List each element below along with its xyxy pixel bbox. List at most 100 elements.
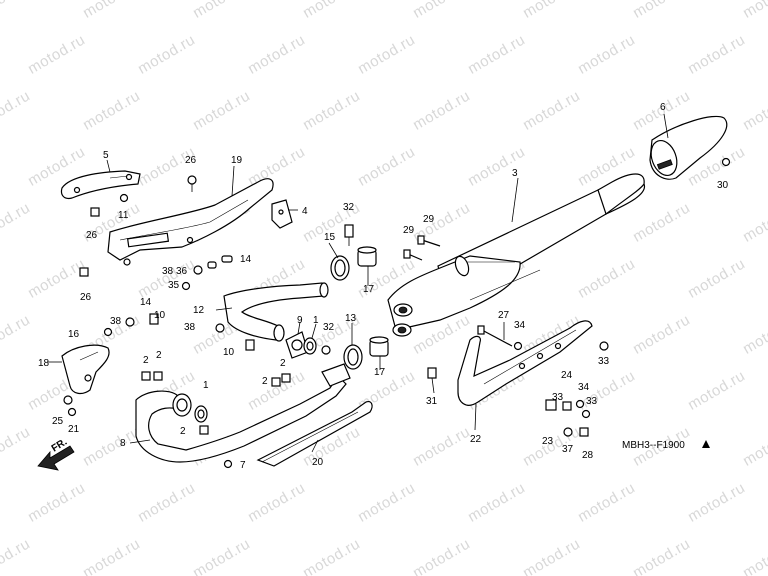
nut-34-b[interactable]	[575, 399, 585, 409]
callout-21: 21	[68, 424, 80, 435]
nut-2-d[interactable]	[281, 373, 291, 383]
bolt-28[interactable]	[579, 427, 589, 437]
callout-9: 9	[297, 315, 303, 326]
nut-33-a[interactable]	[599, 341, 609, 351]
nut-2-a[interactable]	[141, 371, 151, 381]
nut-24[interactable]	[562, 401, 572, 411]
part-1-gasket-upper[interactable]	[303, 337, 317, 355]
callout-2: 2	[280, 358, 286, 369]
callout-8: 8	[120, 438, 126, 449]
bolt-23[interactable]	[545, 399, 557, 411]
part-32-washer[interactable]	[321, 345, 331, 355]
callout-32: 32	[343, 202, 355, 213]
part-12-joint-pipe[interactable]	[223, 282, 329, 342]
callout-35: 35	[168, 280, 180, 291]
part-18-side-cover[interactable]	[61, 344, 110, 395]
callout-19: 19	[231, 155, 243, 166]
callout-10: 10	[223, 347, 235, 358]
bolt-11[interactable]	[119, 193, 129, 203]
clip-36[interactable]	[207, 261, 217, 269]
callout-26: 26	[80, 292, 92, 303]
nut-2-b[interactable]	[153, 371, 163, 381]
callout-18: 18	[38, 358, 50, 369]
callout-2: 2	[262, 376, 268, 387]
part-3-muffler[interactable]	[387, 173, 646, 337]
part-22-muffler-stay[interactable]	[457, 320, 593, 406]
callout-3: 3	[512, 168, 518, 179]
callout-17: 17	[363, 284, 375, 295]
bolt-21[interactable]	[67, 407, 77, 417]
callout-2: 2	[180, 426, 186, 437]
bolt-38-c[interactable]	[215, 323, 225, 333]
part-15-clamp[interactable]	[330, 255, 350, 281]
callout-33: 33	[552, 392, 564, 403]
callout-38: 38	[184, 322, 196, 333]
nut-33-b[interactable]	[581, 409, 591, 419]
bolt-29-b[interactable]	[403, 249, 423, 261]
bolt-29-a[interactable]	[417, 235, 441, 247]
callout-38: 38	[110, 316, 122, 327]
callout-26: 26	[86, 230, 98, 241]
bolt-31[interactable]	[427, 367, 437, 379]
callout-11: 11	[118, 210, 129, 221]
part-17-gasket-lower[interactable]	[369, 336, 389, 357]
part-17-gasket-upper[interactable]	[357, 246, 377, 267]
callout-38: 38	[162, 266, 174, 277]
callout-34: 34	[578, 382, 590, 393]
bolt-7[interactable]	[223, 459, 233, 469]
part-5-heat-shield[interactable]	[60, 170, 141, 200]
callout-28: 28	[582, 450, 594, 461]
callout-29: 29	[423, 214, 435, 225]
diagram-code: MBH3--F1900	[622, 440, 685, 451]
part-9-flange[interactable]	[285, 331, 309, 359]
callout-12: 12	[193, 305, 205, 316]
callout-16: 16	[68, 329, 80, 340]
callout-13: 13	[345, 313, 357, 324]
nut-37[interactable]	[563, 427, 573, 437]
callout-37: 37	[562, 444, 574, 455]
bolt-26-lower[interactable]	[79, 267, 89, 277]
bolt-30[interactable]	[721, 157, 731, 167]
clip-14[interactable]	[221, 255, 233, 263]
nut-2-e[interactable]	[199, 425, 209, 435]
part-8-exhaust-pipe[interactable]	[135, 363, 351, 463]
bolt-27[interactable]	[477, 325, 513, 347]
callout-20: 20	[312, 457, 324, 468]
bolt-38-a[interactable]	[193, 265, 203, 275]
bolt-26-upper[interactable]	[187, 175, 197, 192]
nut-10-b[interactable]	[245, 339, 255, 351]
nut-34-a[interactable]	[513, 341, 523, 351]
part-4-bracket[interactable]	[271, 199, 293, 229]
callout-4: 4	[302, 206, 308, 217]
bolt-38-b[interactable]	[125, 317, 135, 327]
bolt-26-left[interactable]	[90, 207, 100, 217]
part-6-end-cap[interactable]	[647, 115, 728, 180]
callout-7: 7	[240, 460, 246, 471]
callout-17: 17	[374, 367, 386, 378]
callout-31: 31	[426, 396, 438, 407]
callout-36: 36	[176, 266, 188, 277]
gasket-1-lower[interactable]	[194, 405, 208, 423]
callout-6: 6	[660, 102, 666, 113]
callout-2: 2	[143, 355, 149, 366]
callout-1: 1	[313, 315, 319, 326]
part-19-exhaust-guard[interactable]	[107, 178, 274, 266]
callout-24: 24	[561, 370, 573, 381]
bolt-25[interactable]	[63, 395, 73, 405]
bolt-16[interactable]	[103, 327, 113, 337]
callout-14: 14	[140, 297, 152, 308]
callout-27: 27	[498, 310, 510, 321]
callout-10: 10	[154, 310, 166, 321]
nut-2-c[interactable]	[271, 377, 281, 387]
part-13-clamp[interactable]	[343, 344, 363, 370]
callout-32: 32	[323, 322, 335, 333]
callout-30: 30	[717, 180, 729, 191]
part-20-lower-shield[interactable]	[256, 401, 373, 467]
nut-10-a[interactable]	[149, 313, 159, 325]
callout-25: 25	[52, 416, 64, 427]
callout-14: 14	[240, 254, 252, 265]
callout-26: 26	[185, 155, 197, 166]
bolt-35[interactable]	[181, 281, 191, 291]
callout-22: 22	[470, 434, 482, 445]
bolt-32-top[interactable]	[344, 224, 354, 246]
